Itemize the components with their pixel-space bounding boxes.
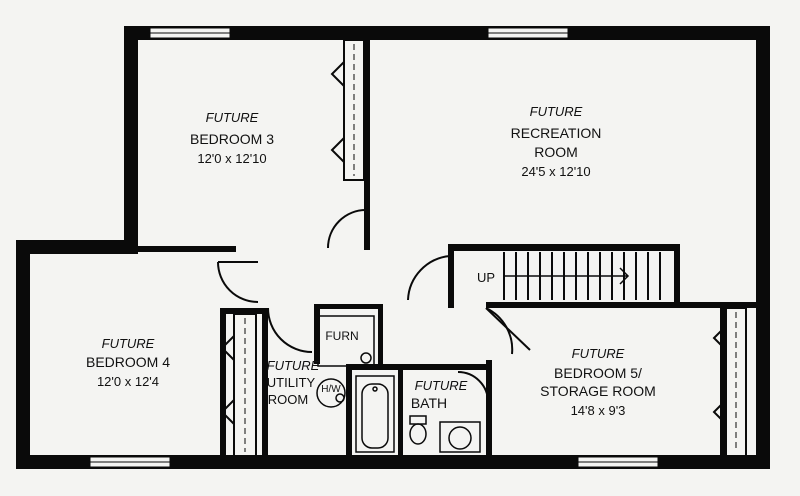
- bedroom3-prefix: FUTURE: [206, 110, 259, 125]
- bedroom3-name: BEDROOM 3: [190, 131, 274, 147]
- utility-name: UTILITY: [267, 375, 316, 390]
- room-recreation: FUTURE RECREATION ROOM 24'5 x 12'10: [511, 104, 602, 179]
- toilet-icon: [409, 415, 427, 445]
- bedroom5-name2: STORAGE ROOM: [540, 383, 656, 399]
- bedroom4-name: BEDROOM 4: [86, 354, 170, 370]
- bedroom3-dims: 12'0 x 12'10: [197, 151, 266, 166]
- doors: [217, 209, 531, 403]
- furnace: [317, 315, 375, 367]
- recreation-prefix: FUTURE: [530, 104, 583, 119]
- utility-prefix: FUTURE: [267, 358, 320, 373]
- sink-icon: [439, 421, 481, 453]
- stairs-up-label: UP: [477, 270, 495, 285]
- room-utility: FUTURE UTILITY ROOM: [267, 358, 320, 407]
- bath-prefix: FUTURE: [415, 378, 468, 393]
- closet-bedroom4: [220, 313, 257, 457]
- stairs: [503, 252, 661, 300]
- bedroom4-dims: 12'0 x 12'4: [97, 374, 159, 389]
- interior-walls: [136, 40, 758, 456]
- bath-name: BATH: [411, 395, 447, 411]
- room-bedroom3: FUTURE BEDROOM 3 12'0 x 12'10: [190, 110, 274, 166]
- bedroom4-prefix: FUTURE: [102, 336, 155, 351]
- recreation-name: RECREATION: [511, 125, 602, 141]
- closet-bedroom3: [330, 39, 365, 181]
- bathtub-icon: [355, 375, 395, 453]
- bedroom5-name: BEDROOM 5/: [554, 365, 642, 381]
- recreation-name2: ROOM: [534, 144, 578, 160]
- furnace-label: FURN: [325, 329, 358, 343]
- room-bedroom4: FUTURE BEDROOM 4 12'0 x 12'4: [86, 336, 170, 389]
- room-bath: FUTURE BATH: [411, 378, 468, 411]
- closet-bedroom5: [712, 307, 747, 457]
- water-heater-label: H/W: [321, 384, 341, 395]
- bedroom5-dims: 14'8 x 9'3: [571, 403, 626, 418]
- bedroom5-prefix: FUTURE: [572, 346, 625, 361]
- room-bedroom5: FUTURE BEDROOM 5/ STORAGE ROOM 14'8 x 9'…: [540, 346, 656, 418]
- utility-name2: ROOM: [268, 392, 308, 407]
- recreation-dims: 24'5 x 12'10: [521, 164, 590, 179]
- water-heater: [316, 378, 346, 408]
